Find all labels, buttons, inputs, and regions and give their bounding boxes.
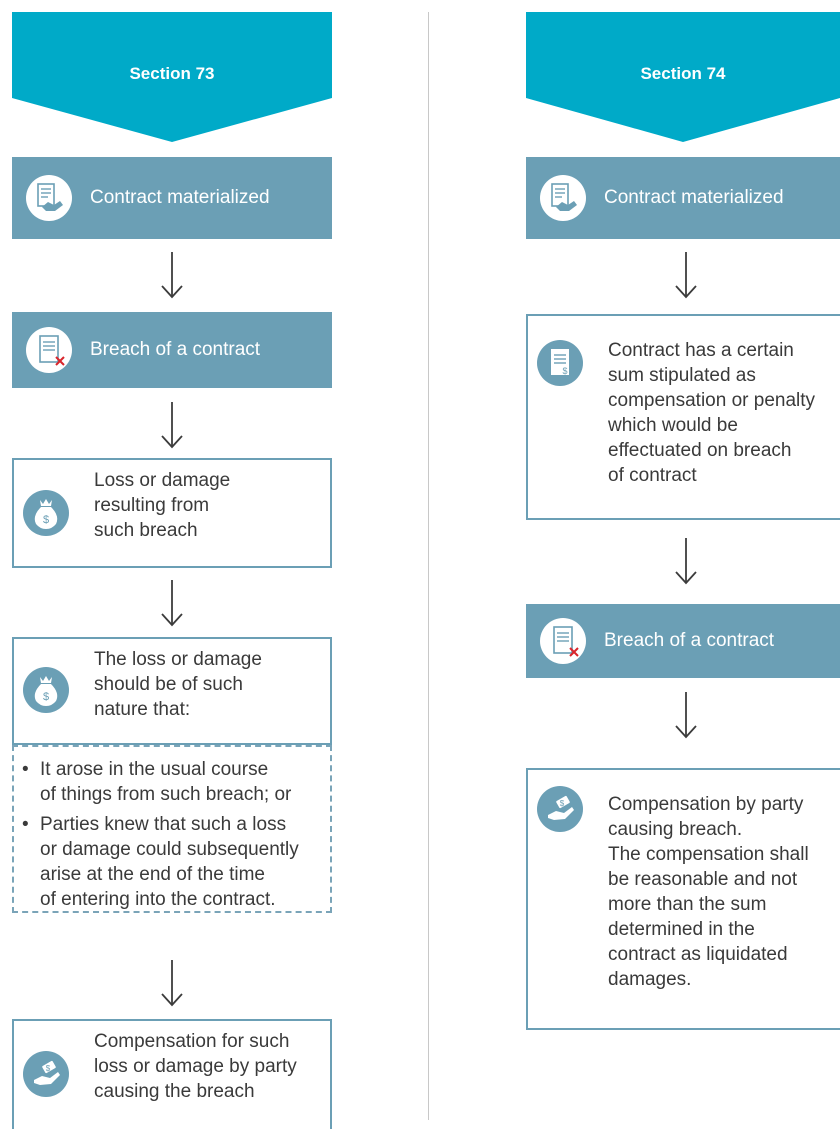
text-line: contract as liquidated <box>608 944 788 965</box>
text-line: more than the sum <box>608 894 767 915</box>
column-divider <box>428 12 429 1120</box>
conditions-dashed-box: • It arose in the usual course of things… <box>12 745 332 913</box>
money-bag-icon: $ <box>23 667 69 713</box>
compensation-box-right: $ Compensation by party causing breach. … <box>526 768 840 1030</box>
section-73-title: Section 73 <box>129 64 215 83</box>
down-arrow-icon <box>161 252 183 299</box>
text-line: such breach <box>94 520 198 541</box>
text-line: should be of such <box>94 674 243 695</box>
text-line: Compensation for such <box>94 1031 290 1052</box>
down-arrow-icon <box>161 402 183 449</box>
text-line: damages. <box>608 969 692 990</box>
breach-of-contract-bar-right: Breach of a contract <box>526 604 840 678</box>
money-bag-icon: $ <box>23 490 69 536</box>
loss-nature-text: The loss or damage should be of such nat… <box>94 647 262 722</box>
loss-nature-box: $ The loss or damage should be of such n… <box>12 637 332 745</box>
text-line: determined in the <box>608 919 755 940</box>
text-line: of contract <box>608 465 697 486</box>
document-cross-icon <box>26 327 72 373</box>
compensation-text-right: Compensation by party causing breach. Th… <box>608 792 809 992</box>
text-line: causing breach. <box>608 819 743 840</box>
list-item: • It arose in the usual course of things… <box>22 757 322 807</box>
text-line: It arose in the usual course <box>40 759 269 780</box>
text-line: compensation or penalty <box>608 390 816 411</box>
text-line: of entering into the contract. <box>40 889 276 910</box>
hand-money-icon: $ <box>23 1051 69 1097</box>
svg-text:$: $ <box>560 799 565 808</box>
chevron-shape <box>526 12 840 142</box>
text-line: The compensation shall <box>608 844 809 865</box>
chevron-shape <box>12 12 332 142</box>
text-line: of things from such breach; or <box>40 784 292 805</box>
breach-of-contract-label-right: Breach of a contract <box>604 630 775 651</box>
handshake-contract-icon <box>540 175 586 221</box>
loss-or-damage-box: $ Loss or damage resulting from such bre… <box>12 458 332 568</box>
text-line: loss or damage by party <box>94 1056 297 1077</box>
bullet-marker: • <box>22 814 29 835</box>
text-line: sum stipulated as <box>608 365 756 386</box>
text-line: nature that: <box>94 699 191 720</box>
contract-materialized-bar: Contract materialized <box>12 157 332 239</box>
text-line: Compensation by party <box>608 794 804 815</box>
loss-or-damage-text: Loss or damage resulting from such breac… <box>94 468 230 543</box>
contract-materialized-bar-right: Contract materialized <box>526 157 840 239</box>
list-item: • Parties knew that such a loss or damag… <box>22 812 322 912</box>
document-dollar-icon: $ <box>537 340 583 386</box>
section-74-header: Section 74 <box>526 12 840 142</box>
hand-money-icon: $ <box>537 786 583 832</box>
handshake-contract-icon <box>26 175 72 221</box>
text-line: effectuated on breach <box>608 440 792 461</box>
down-arrow-icon <box>675 692 697 739</box>
svg-text:$: $ <box>46 1064 51 1073</box>
breach-of-contract-label: Breach of a contract <box>90 339 261 360</box>
section-73-header: Section 73 <box>12 12 332 142</box>
text-line: Loss or damage <box>94 470 231 491</box>
compensation-text-left: Compensation for such loss or damage by … <box>94 1029 297 1104</box>
down-arrow-icon <box>161 580 183 627</box>
bullet-marker: • <box>22 759 29 780</box>
text-line: resulting from <box>94 495 210 516</box>
svg-text:$: $ <box>562 366 567 376</box>
text-line: Contract has a certain <box>608 340 794 361</box>
section-74-title: Section 74 <box>640 64 726 83</box>
text-line: arise at the end of the time <box>40 864 265 885</box>
text-line: causing the breach <box>94 1081 255 1102</box>
text-line: The loss or damage <box>94 649 262 670</box>
conditions-list: • It arose in the usual course of things… <box>22 757 322 917</box>
text-line: be reasonable and not <box>608 869 798 890</box>
down-arrow-icon <box>161 960 183 1007</box>
breach-of-contract-bar: Breach of a contract <box>12 312 332 388</box>
text-line: or damage could subsequently <box>40 839 299 860</box>
sum-stipulated-text: Contract has a certain sum stipulated as… <box>608 338 815 488</box>
document-cross-icon <box>540 618 586 664</box>
svg-text:$: $ <box>43 691 49 703</box>
text-line: Parties knew that such a loss <box>40 814 287 835</box>
contract-materialized-label: Contract materialized <box>90 187 270 208</box>
contract-materialized-label-right: Contract materialized <box>604 187 784 208</box>
text-line: which would be <box>608 415 738 436</box>
down-arrow-icon <box>675 252 697 299</box>
down-arrow-icon <box>675 538 697 585</box>
sum-stipulated-box: $ Contract has a certain sum stipulated … <box>526 314 840 520</box>
svg-text:$: $ <box>43 514 49 526</box>
compensation-box-left: $ Compensation for such loss or damage b… <box>12 1019 332 1129</box>
